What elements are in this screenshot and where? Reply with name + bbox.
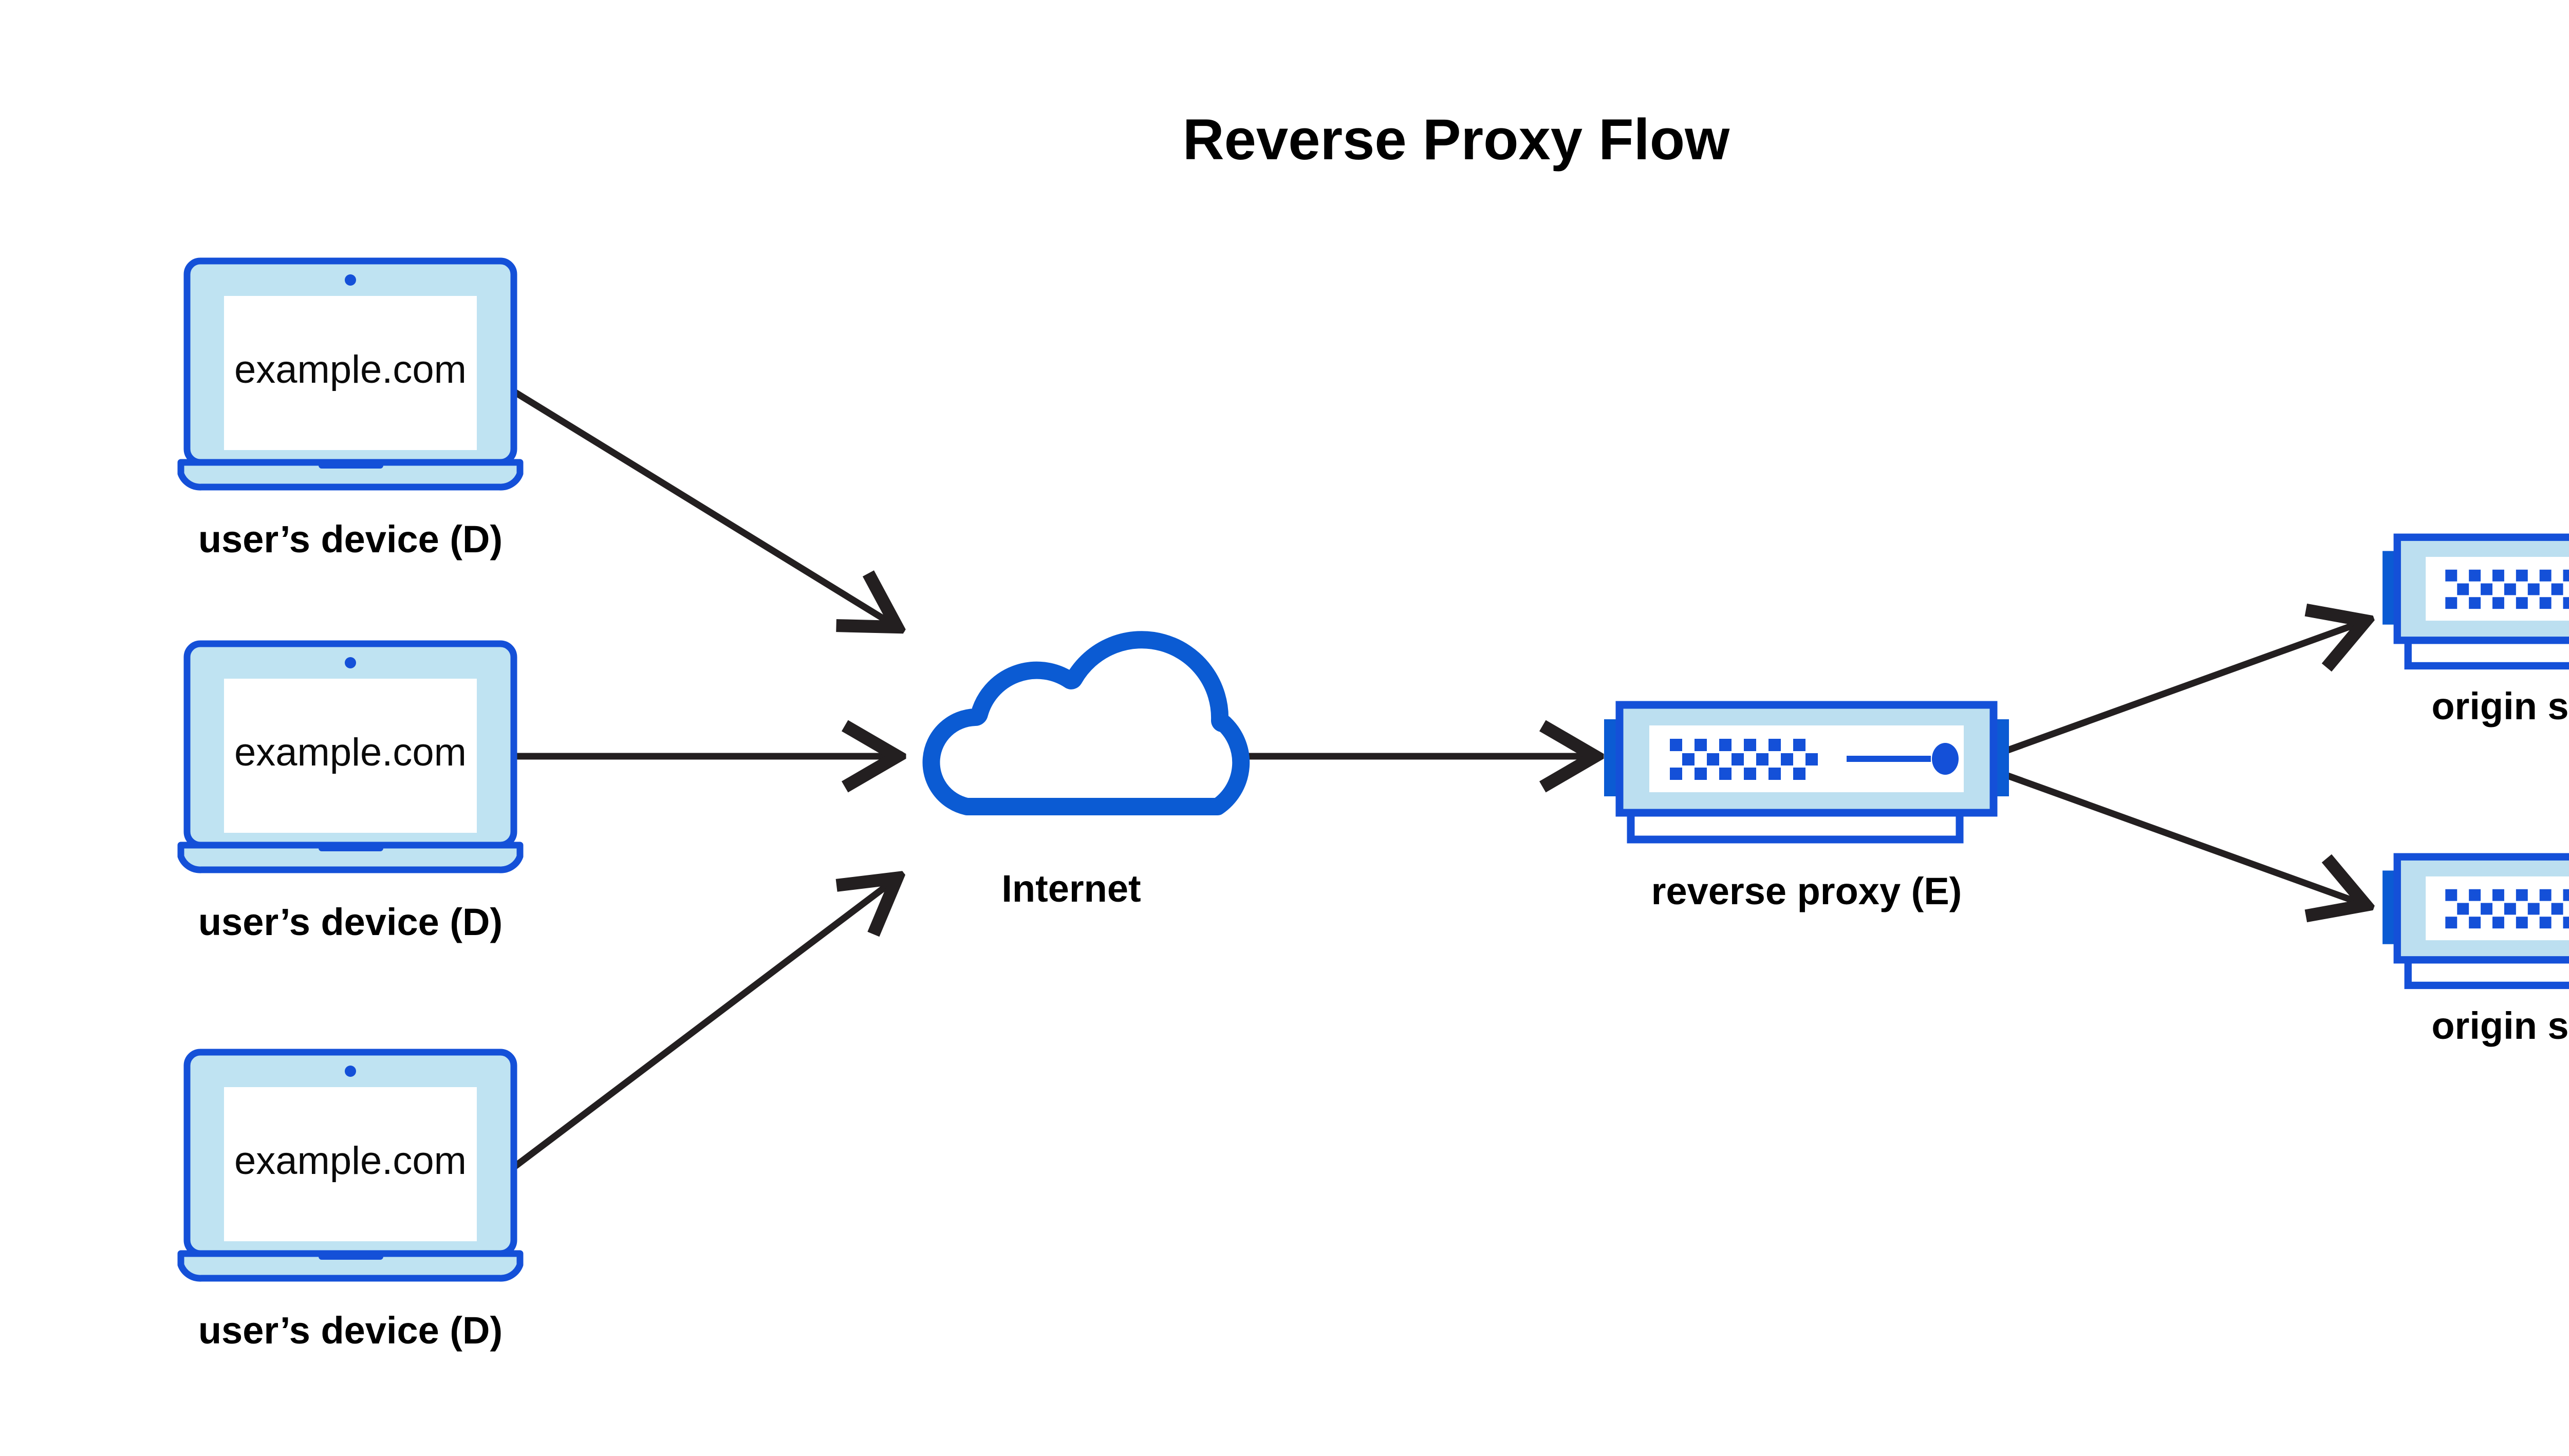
server-icon (2382, 857, 2569, 985)
client-screen-text: example.com (234, 1139, 467, 1183)
internet-node[interactable]: Internet (931, 640, 1241, 910)
arrow-client3-to-internet (512, 880, 895, 1170)
reverse-proxy-label: reverse proxy (E) (1651, 870, 1962, 912)
client-device-label: user’s device (D) (198, 1309, 502, 1352)
server-icon (2382, 537, 2569, 666)
client-device-label: user’s device (D) (198, 518, 502, 561)
flow-arrows (512, 388, 2363, 1170)
server-icon (1604, 705, 2009, 839)
origin-server-2[interactable]: origin server (F) (2382, 857, 2569, 1047)
client-device-1[interactable]: example.com user’s device (D) (181, 261, 520, 561)
arrow-proxy-to-origin2 (2006, 772, 2363, 904)
origin-server-label: origin server (F) (2431, 1004, 2569, 1047)
origin-server-label: origin server (F) (2431, 685, 2569, 727)
diagram-title: Reverse Proxy Flow (1183, 107, 1730, 172)
client-device-3[interactable]: example.com user’s device (D) (181, 1052, 520, 1352)
client-device-label: user’s device (D) (198, 901, 502, 943)
client-device-2[interactable]: example.com user’s device (D) (181, 644, 520, 943)
client-screen-text: example.com (234, 731, 467, 774)
internet-label: Internet (1001, 867, 1141, 910)
origin-server-1[interactable]: origin server (F) (2382, 537, 2569, 727)
arrow-client1-to-internet (512, 388, 895, 626)
client-screen-text: example.com (234, 348, 467, 391)
arrow-proxy-to-origin1 (2006, 622, 2363, 754)
reverse-proxy-node[interactable]: reverse proxy (E) (1604, 705, 2009, 912)
